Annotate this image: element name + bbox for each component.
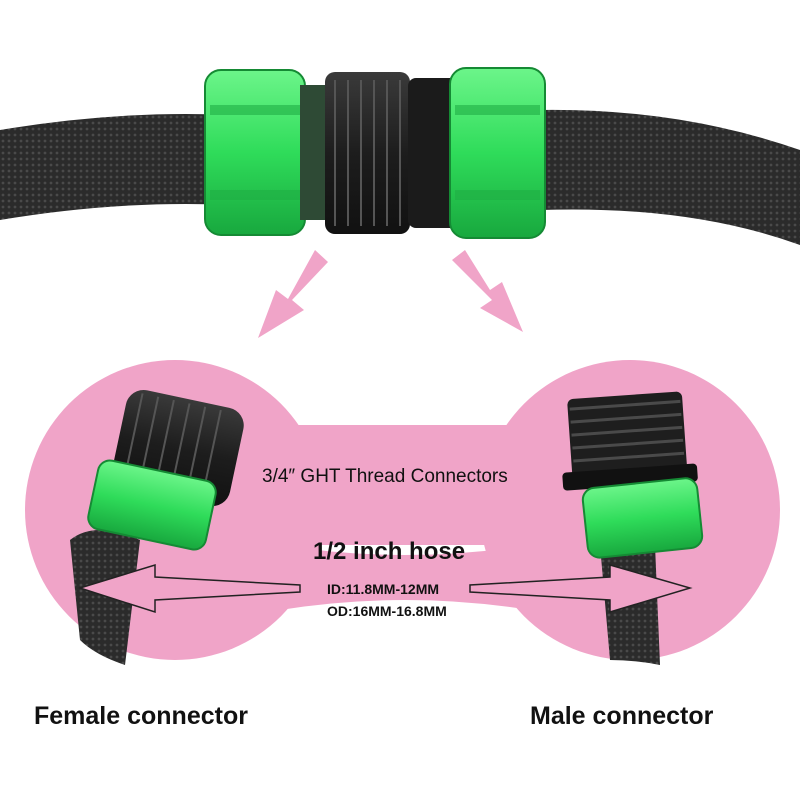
pointer-arrows xyxy=(258,250,523,338)
hose-inner-diameter: ID:11.8MM-12MM xyxy=(327,581,440,597)
dimension-arrows xyxy=(77,563,693,614)
thread-connectors-label: 3/4″ GHT Thread Connectors xyxy=(262,466,508,487)
top-hose xyxy=(0,109,800,245)
male-connector-label: Male connector xyxy=(530,702,714,730)
male-connector-image xyxy=(562,391,704,665)
top-coupler xyxy=(204,67,546,239)
female-connector-image xyxy=(70,389,244,665)
hose-size-label: 1/2 inch hose xyxy=(313,538,466,565)
hose-outer-diameter: OD:16MM-16.8MM xyxy=(327,603,447,619)
female-connector-label: Female connector xyxy=(34,702,248,730)
